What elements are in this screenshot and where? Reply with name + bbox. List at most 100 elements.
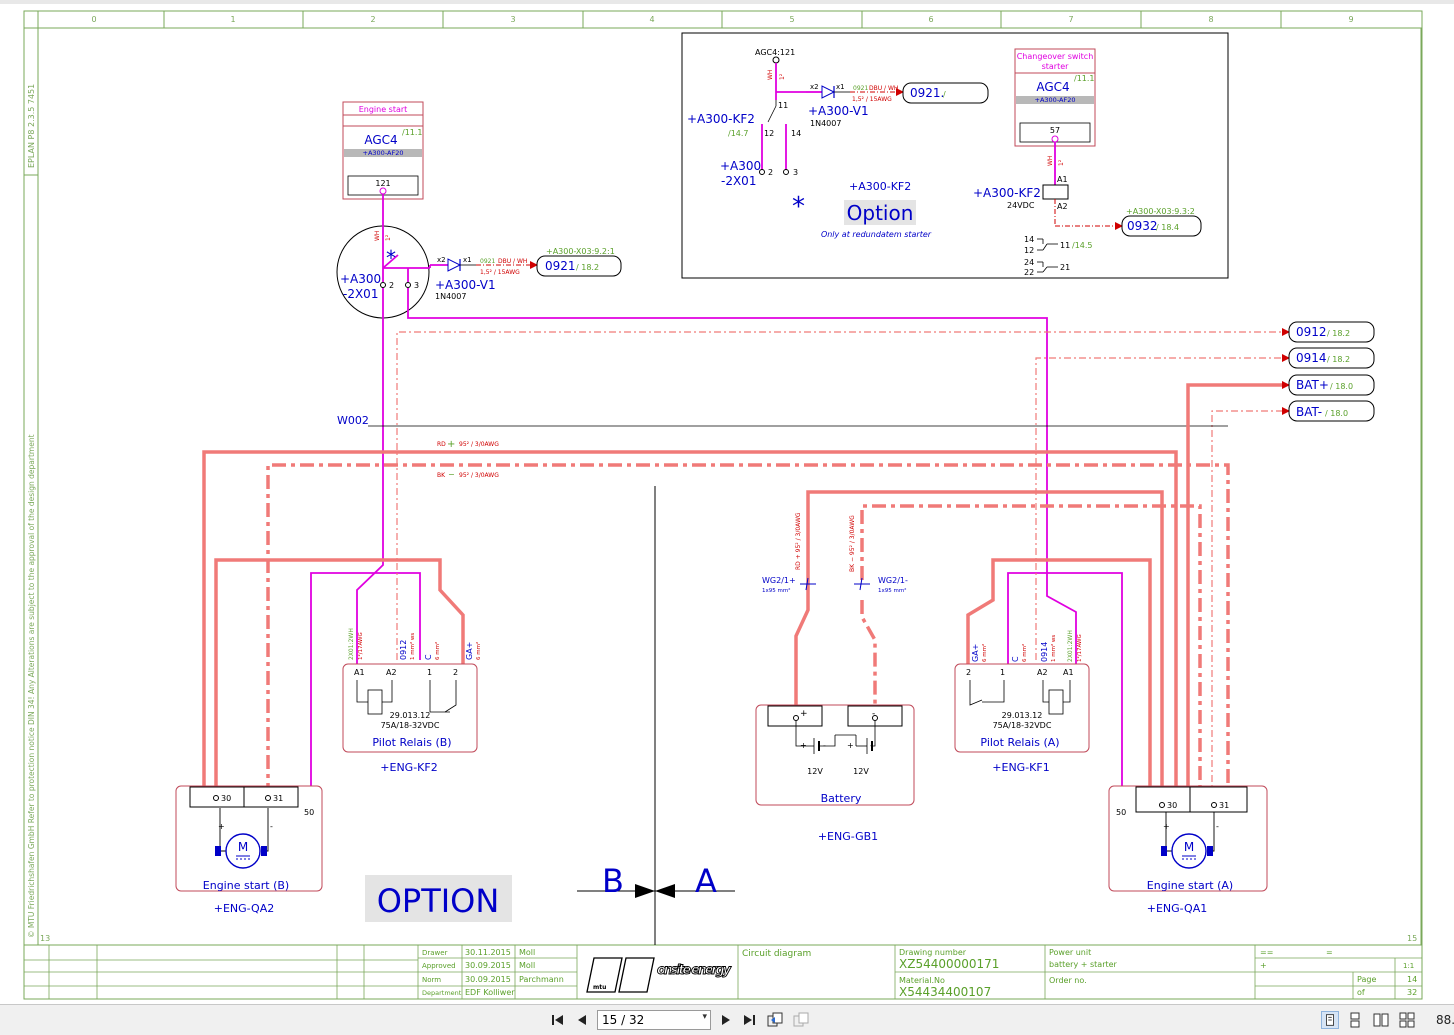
- logo-mark: mtu: [593, 984, 606, 991]
- ref-arrows: [1282, 328, 1290, 415]
- starter-b-minus: -: [270, 822, 273, 831]
- inset-x1: x1: [836, 83, 845, 91]
- tb-norm-name: Parchmann: [519, 975, 564, 984]
- starter-a-t31: 31: [1219, 801, 1229, 810]
- zoom-level[interactable]: 88.: [1436, 1013, 1454, 1027]
- contact-11-ref: /14.5: [1072, 241, 1093, 250]
- connector-wire-color: WH: [374, 231, 381, 241]
- pilot-a-w2: 0914: [1040, 642, 1049, 662]
- pilot-b-p2: 2: [453, 668, 458, 677]
- column-8: 8: [1208, 15, 1213, 24]
- last-page-icon[interactable]: [740, 1011, 758, 1029]
- pilot-b-w4: GA+: [465, 642, 474, 660]
- page-number-value: 15 / 32: [602, 1013, 645, 1027]
- agc4-terminal-121: 121: [375, 179, 390, 188]
- single-page-view-icon[interactable]: [1321, 1011, 1339, 1029]
- column-7: 7: [1068, 15, 1073, 24]
- cable-bk-spec: 95² / 3/0AWG: [459, 472, 499, 479]
- cable-bk-sign: −: [448, 470, 455, 479]
- inset-v1-tag: +A300-V1: [808, 104, 869, 118]
- pilot-a-w1b: 1²/17AWG: [1076, 634, 1083, 662]
- right-reference-boxes: 0912 / 18.2 0914 / 18.2 BAT+ / 18.0 BAT-…: [1288, 321, 1375, 422]
- battery-v2: 12V: [853, 767, 869, 776]
- engine-start-a: 30 31 50 + - M Engine start (A) +ENG-QA1: [1108, 785, 1268, 915]
- starter-b-tag: +ENG-QA2: [214, 902, 274, 915]
- tb-description: Circuit diagram: [742, 949, 811, 959]
- pilot-b-rating: 75A/18-32VDC: [381, 721, 440, 730]
- inset-ref-0932-top: +A300-X03:9.3:2: [1126, 207, 1195, 216]
- cable-rd-label: RD: [437, 441, 446, 448]
- tb-drawing-no-label: Drawing number: [899, 948, 967, 957]
- changeover-ref: /11.1: [1074, 74, 1095, 83]
- tb-plus: +: [1260, 961, 1267, 970]
- drawing-frame: [23, 10, 1423, 1000]
- row-right-number: 15: [1407, 934, 1417, 943]
- engine-start-title: Engine start: [359, 105, 408, 114]
- ref-batminus-page: / 18.0: [1325, 409, 1348, 418]
- chevron-down-icon[interactable]: ▾: [702, 1012, 707, 1022]
- pilot-b-p1: 1: [427, 668, 432, 677]
- inset-x01-pin2: 2: [768, 168, 773, 177]
- option-inset-box: AGC4:121 WH 1² x2 x1 0921 DBU / WH 1,5² …: [681, 32, 1229, 279]
- pilot-b-w1b: 1²/17AWG: [357, 632, 364, 660]
- go-back-view-icon[interactable]: [766, 1011, 784, 1029]
- go-forward-view-icon[interactable]: [792, 1011, 810, 1029]
- diode-x1: x1: [463, 256, 472, 264]
- battery-block: + - + - + - 12V 12V Battery +ENG-GB1: [755, 704, 915, 843]
- ref-0912-label: 0912: [1296, 325, 1327, 339]
- previous-page-icon[interactable]: [573, 1011, 591, 1029]
- pilot-b-w3b: 6 mm²: [434, 642, 441, 660]
- cable-w002: W002: [337, 414, 369, 427]
- tb-eq2: =: [1326, 948, 1333, 957]
- pilot-a-name: Pilot Relais (A): [980, 736, 1059, 749]
- pilot-b-w2: 0912: [399, 640, 408, 660]
- starter-b-name: Engine start (B): [203, 879, 289, 892]
- battery-tag: +ENG-GB1: [818, 830, 878, 843]
- tb-dept-label: Department: [422, 989, 462, 997]
- starter-b-plus: +: [218, 822, 225, 831]
- battery2-minus: -: [870, 741, 873, 750]
- power-cables-dashed: [266, 463, 1230, 797]
- inset-x01-tag1: +A300: [720, 159, 761, 173]
- next-page-icon[interactable]: [717, 1011, 735, 1029]
- inset-kf2-tag: +A300-KF2: [687, 112, 755, 126]
- logo-text: onsite energy: [657, 963, 732, 978]
- tb-power-unit-value: battery + starter: [1049, 960, 1118, 969]
- diode-wire-0921: 0921: [480, 258, 495, 265]
- battery1-plus: +: [800, 741, 807, 750]
- inset-wire-0921: 0921: [853, 85, 868, 92]
- ref-batplus-label: BAT+: [1296, 378, 1329, 392]
- starter-a-name: Engine start (A): [1147, 879, 1233, 892]
- tb-dept-value: EDF Kolliwer: [465, 988, 515, 997]
- pilot-b-tag: +ENG-KF2: [380, 761, 437, 774]
- contact-11: 11: [1060, 241, 1070, 250]
- connector-pin-2: 2: [389, 281, 394, 290]
- starter-b-t50: 50: [304, 808, 314, 817]
- connector-tag-1: +A300: [340, 272, 381, 286]
- pilot-relais-b: A1 A2 1 2 29.013.12 75A/18-32VDC Pilot R…: [342, 628, 482, 774]
- tb-power-unit-label: Power unit: [1049, 948, 1091, 957]
- inset-x2: x2: [810, 83, 819, 91]
- battery2-plus: +: [847, 741, 854, 750]
- diode-v1: x2 x1 +A300-V1 1N4007 0921 DBU / WH 1,5²…: [429, 247, 622, 301]
- page-number-field[interactable]: 15 / 32 ▾: [597, 1010, 711, 1030]
- tb-approved-label: Approved: [422, 962, 456, 970]
- inset-v1-part: 1N4007: [810, 119, 841, 128]
- facing-view-icon[interactable]: [1372, 1011, 1390, 1029]
- tb-scale: 1:1: [1403, 962, 1414, 970]
- first-page-icon[interactable]: [549, 1011, 567, 1029]
- continuous-facing-view-icon[interactable]: [1398, 1011, 1416, 1029]
- battery-v1: 12V: [807, 767, 823, 776]
- inset-target-0921: 0921.: [910, 86, 944, 100]
- starter-a-t30: 30: [1167, 801, 1177, 810]
- column-9: 9: [1348, 15, 1353, 24]
- wg-plus: WG2/1+: [762, 576, 796, 585]
- ref-batminus-label: BAT-: [1296, 405, 1322, 419]
- relay-a2: A2: [1057, 202, 1068, 211]
- wg-crosses: [800, 577, 870, 591]
- continuous-view-icon[interactable]: [1346, 1011, 1364, 1029]
- battery-name: Battery: [821, 792, 862, 805]
- relay-tag: +A300-KF2: [973, 186, 1041, 200]
- connector-pin-3: 3: [414, 281, 419, 290]
- diode-wire-size: 1,5² / 15AWG: [480, 269, 520, 276]
